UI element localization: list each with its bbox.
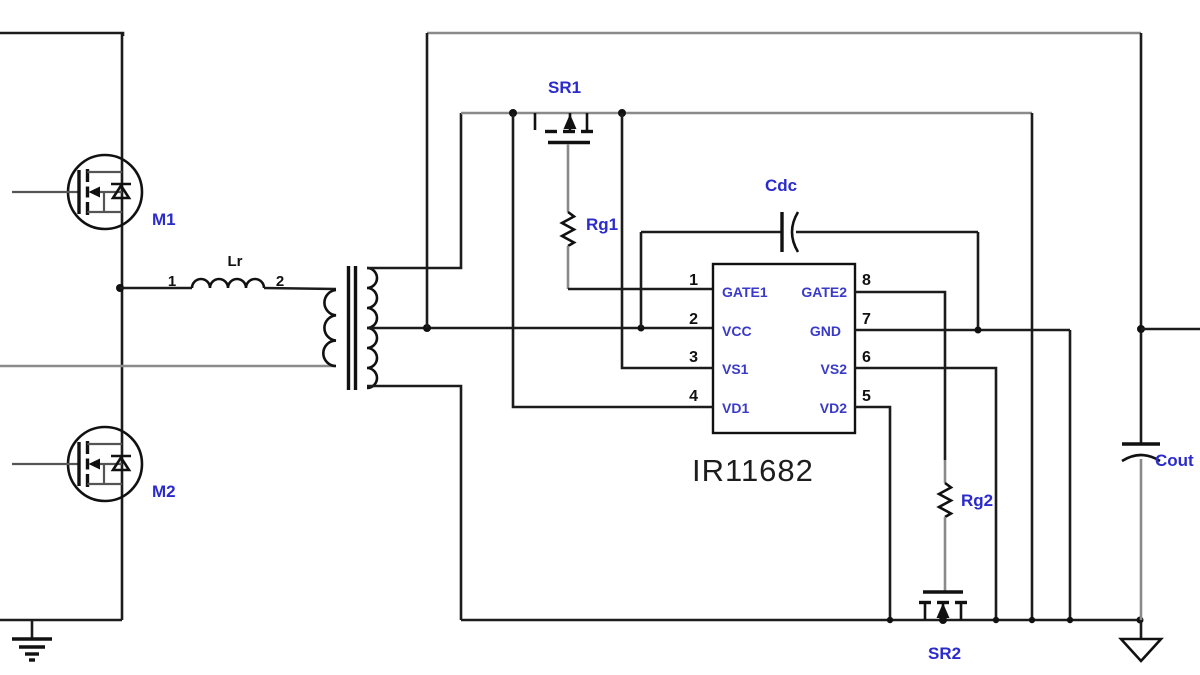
rg2-label: Rg2 — [961, 491, 993, 510]
ic-pin-gate2-label: GATE2 — [801, 284, 847, 300]
ic-pin-3-number: 3 — [689, 349, 698, 366]
ic-pin-4-number: 4 — [689, 388, 698, 405]
ic-ir11682: GATE1 VCC VS1 VD1 GATE2 GND VS2 VD2 1 2 … — [511, 113, 1072, 620]
sr2-mosfet — [919, 590, 967, 624]
ic-pin-vs2-label: VS2 — [821, 361, 848, 377]
lr-terminal-2-label: 2 — [276, 273, 284, 290]
lr-terminal-1-label: 1 — [168, 273, 176, 290]
ground-arrow-icon — [1118, 637, 1164, 663]
lr-inductor — [120, 277, 337, 291]
ic-part-number: IR11682 — [692, 453, 814, 488]
m1-mosfet — [12, 153, 144, 231]
cdc-capacitor — [639, 211, 980, 330]
ic-pin-vd1-label: VD1 — [722, 400, 749, 416]
cdc-label: Cdc — [765, 176, 797, 195]
m1-body-diode-icon — [110, 182, 132, 200]
rg2-resistor — [936, 460, 954, 591]
ic-pin-vd2-label: VD2 — [820, 400, 847, 416]
sr2-label: SR2 — [928, 644, 961, 663]
ic-pin-vcc-label: VCC — [722, 323, 752, 339]
rg1-resistor — [559, 144, 713, 291]
ic-pin-8-number: 8 — [862, 272, 871, 289]
output-rail-wires — [425, 31, 1200, 620]
ic-pin-1-number: 1 — [689, 272, 698, 289]
ic-pin-vs1-label: VS1 — [722, 361, 749, 377]
cout-capacitor — [1121, 442, 1161, 639]
primary-bus-wires — [0, 31, 336, 622]
ic-pin-2-number: 2 — [689, 311, 698, 328]
ic-pin-gnd-label: GND — [810, 323, 841, 339]
sr1-mosfet — [509, 109, 626, 145]
secondary-wires — [367, 113, 1140, 622]
lr-label: Lr — [228, 253, 243, 270]
rg1-label: Rg1 — [586, 215, 618, 234]
ic-pin-6-number: 6 — [862, 349, 871, 366]
cout-label: Cout — [1155, 451, 1194, 470]
sr1-label: SR1 — [548, 78, 581, 97]
ic-pin-7-number: 7 — [862, 311, 871, 328]
m2-body-diode-icon — [110, 454, 132, 472]
ground-symbol-icon — [12, 620, 52, 662]
m2-label: M2 — [152, 482, 176, 501]
m2-mosfet — [12, 425, 144, 503]
ic-pin-5-number: 5 — [862, 388, 871, 405]
m1-label: M1 — [152, 210, 176, 229]
ic-pin-gate1-label: GATE1 — [722, 284, 768, 300]
